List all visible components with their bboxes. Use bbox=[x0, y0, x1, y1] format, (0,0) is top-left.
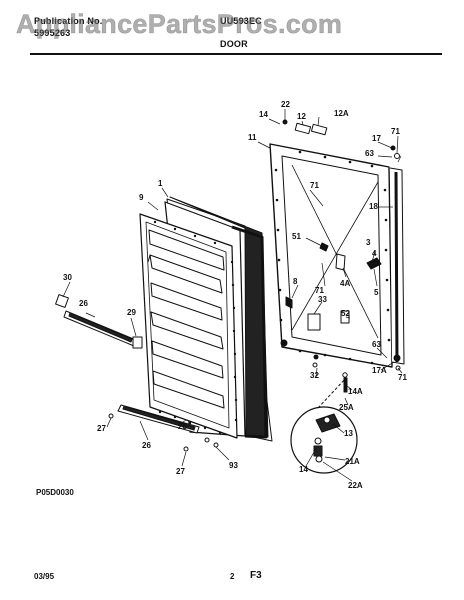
callout-17a: 17A bbox=[372, 366, 387, 375]
callout-26-left: 26 bbox=[79, 299, 88, 308]
callout-12: 12 bbox=[297, 112, 306, 121]
callout-25a: 25A bbox=[339, 403, 354, 412]
callout-93: 93 bbox=[229, 461, 238, 470]
callout-51: 51 bbox=[292, 232, 301, 241]
callout-22: 22 bbox=[281, 100, 290, 109]
callout-3: 3 bbox=[366, 238, 371, 247]
callout-5: 5 bbox=[374, 288, 379, 297]
callout-14-detail: 14 bbox=[299, 465, 308, 474]
header-rule bbox=[30, 53, 442, 55]
bottom-hinge-parts bbox=[280, 339, 401, 393]
publication-number: 5995263 bbox=[34, 28, 71, 38]
callout-52: 52 bbox=[341, 309, 350, 318]
callout-17: 17 bbox=[372, 134, 381, 143]
callout-71-mid: 71 bbox=[315, 286, 324, 295]
leader-lines bbox=[62, 109, 403, 482]
callout-27-left: 27 bbox=[97, 424, 106, 433]
callout-71-frame: 71 bbox=[310, 181, 319, 190]
publication-label: Publication No. bbox=[34, 16, 103, 26]
callout-71-top: 71 bbox=[391, 127, 400, 136]
callout-27-bottom: 27 bbox=[176, 467, 185, 476]
hinge-detail-zoom bbox=[290, 377, 358, 474]
footer-date: 03/95 bbox=[34, 572, 55, 581]
footer-section-code: F3 bbox=[250, 570, 262, 581]
callout-22a: 22A bbox=[348, 481, 363, 490]
callout-71-bottom: 71 bbox=[398, 373, 407, 382]
callout-26-bottom: 26 bbox=[142, 441, 151, 450]
callout-4: 4 bbox=[372, 249, 377, 258]
model-number: UU593EC bbox=[220, 16, 262, 26]
callout-14a: 14A bbox=[348, 387, 363, 396]
section-title: DOOR bbox=[220, 39, 248, 49]
door-frame bbox=[269, 143, 393, 368]
callout-12a: 12A bbox=[334, 109, 349, 118]
callout-30: 30 bbox=[63, 273, 72, 282]
callout-9: 9 bbox=[139, 193, 144, 202]
handle-left bbox=[55, 294, 143, 349]
callout-1: 1 bbox=[158, 179, 163, 188]
callout-18: 18 bbox=[369, 202, 378, 211]
callout-8: 8 bbox=[293, 277, 298, 286]
handle-bottom bbox=[108, 404, 219, 452]
door-liner bbox=[139, 213, 238, 439]
callout-25: 25 bbox=[178, 422, 187, 431]
callout-32: 32 bbox=[310, 371, 319, 380]
top-hinge-parts bbox=[282, 119, 400, 159]
footer-page: 2 bbox=[230, 572, 235, 581]
callout-14-top: 14 bbox=[259, 110, 268, 119]
callout-33: 33 bbox=[318, 295, 327, 304]
diagram-code: P05D0030 bbox=[36, 488, 74, 497]
callout-63-top: 63 bbox=[365, 149, 374, 158]
watermark: AppliancePartsPros.com bbox=[16, 9, 343, 40]
hinge-rod bbox=[389, 167, 405, 365]
callout-13: 13 bbox=[344, 429, 353, 438]
callout-4a: 4A bbox=[340, 279, 350, 288]
callout-29: 29 bbox=[127, 308, 136, 317]
callout-11: 11 bbox=[248, 133, 257, 142]
callout-63-bottom: 63 bbox=[372, 340, 381, 349]
callout-21a: 21A bbox=[345, 457, 360, 466]
